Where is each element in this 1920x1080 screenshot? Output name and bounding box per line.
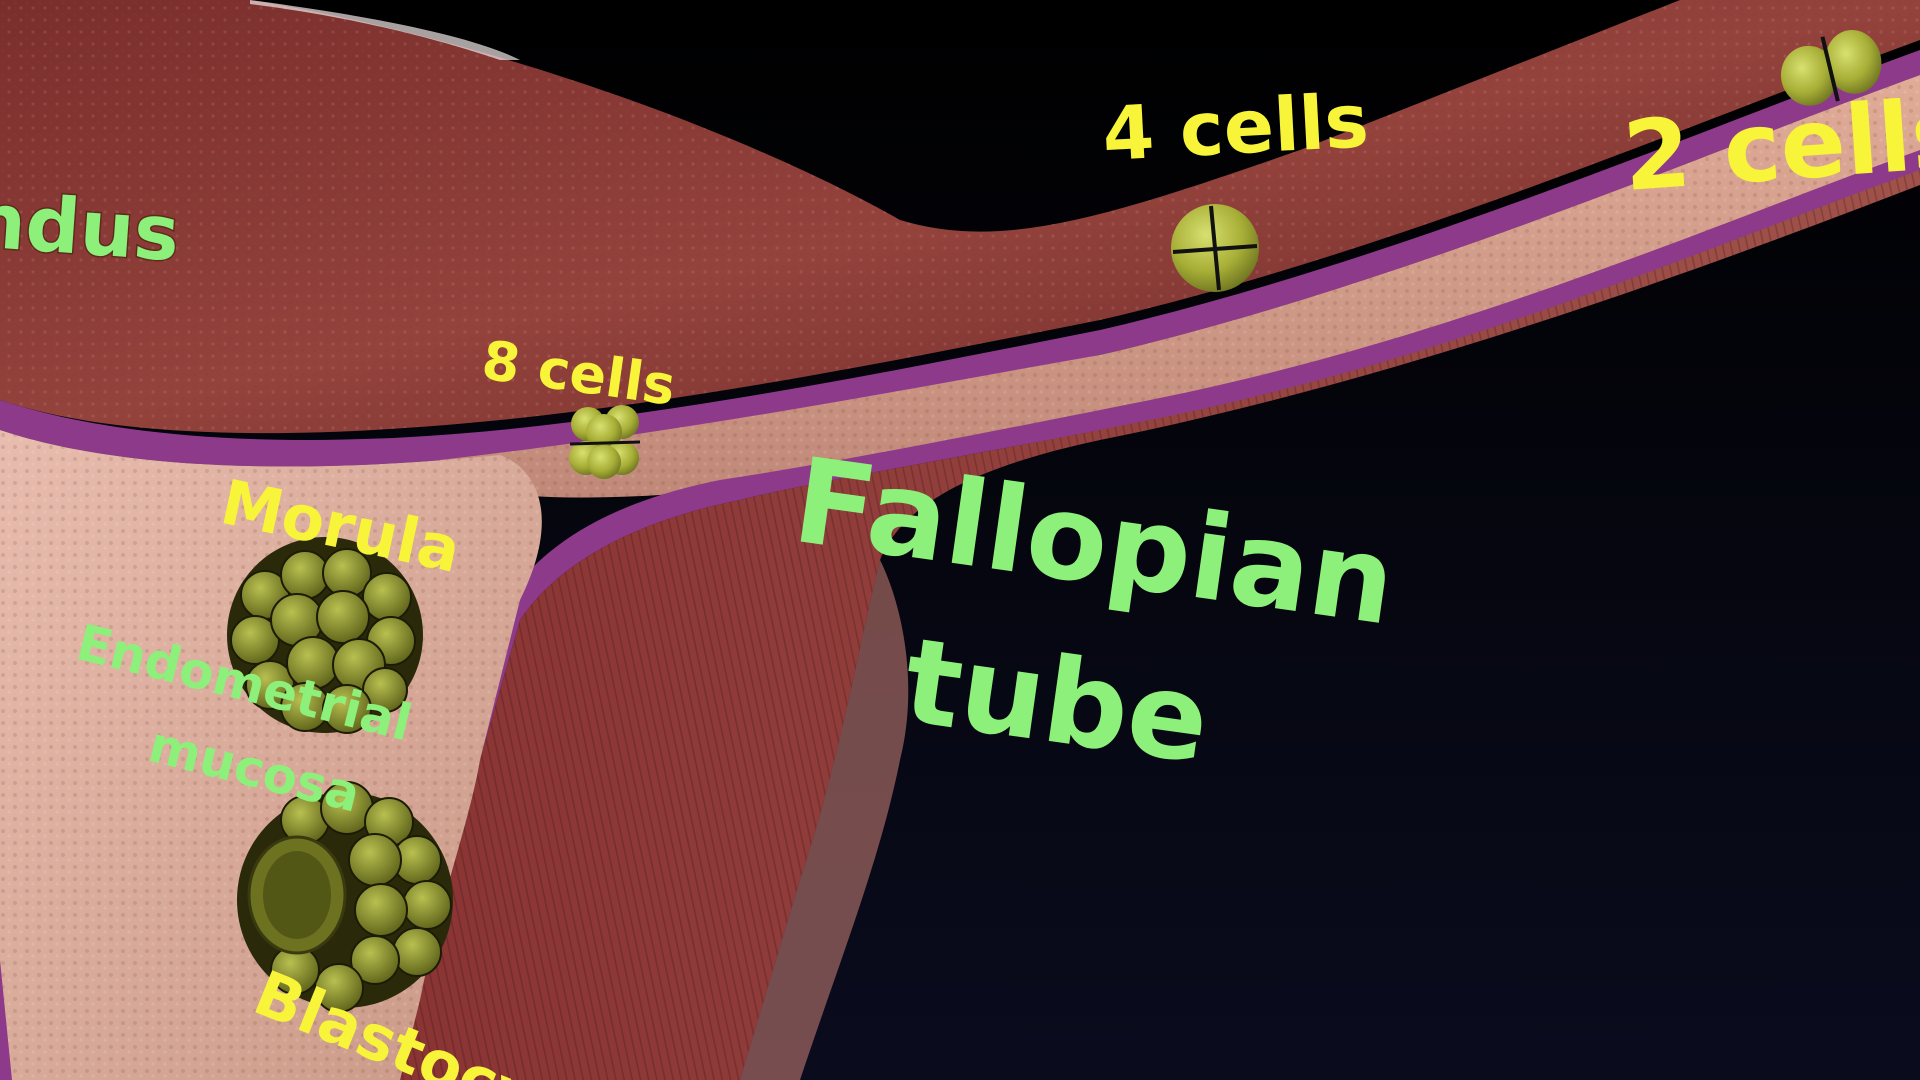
embryo-4-cells — [1171, 204, 1259, 292]
embryo-2-cells — [1780, 29, 1882, 106]
morula — [227, 537, 423, 734]
embryo-8-cells — [569, 405, 641, 479]
label-4-cells: 4 cells — [1100, 78, 1370, 178]
label-2-cells: 2 cells — [1620, 77, 1920, 213]
label-fundus: ndus — [0, 175, 182, 278]
blastocyst — [237, 781, 453, 1013]
